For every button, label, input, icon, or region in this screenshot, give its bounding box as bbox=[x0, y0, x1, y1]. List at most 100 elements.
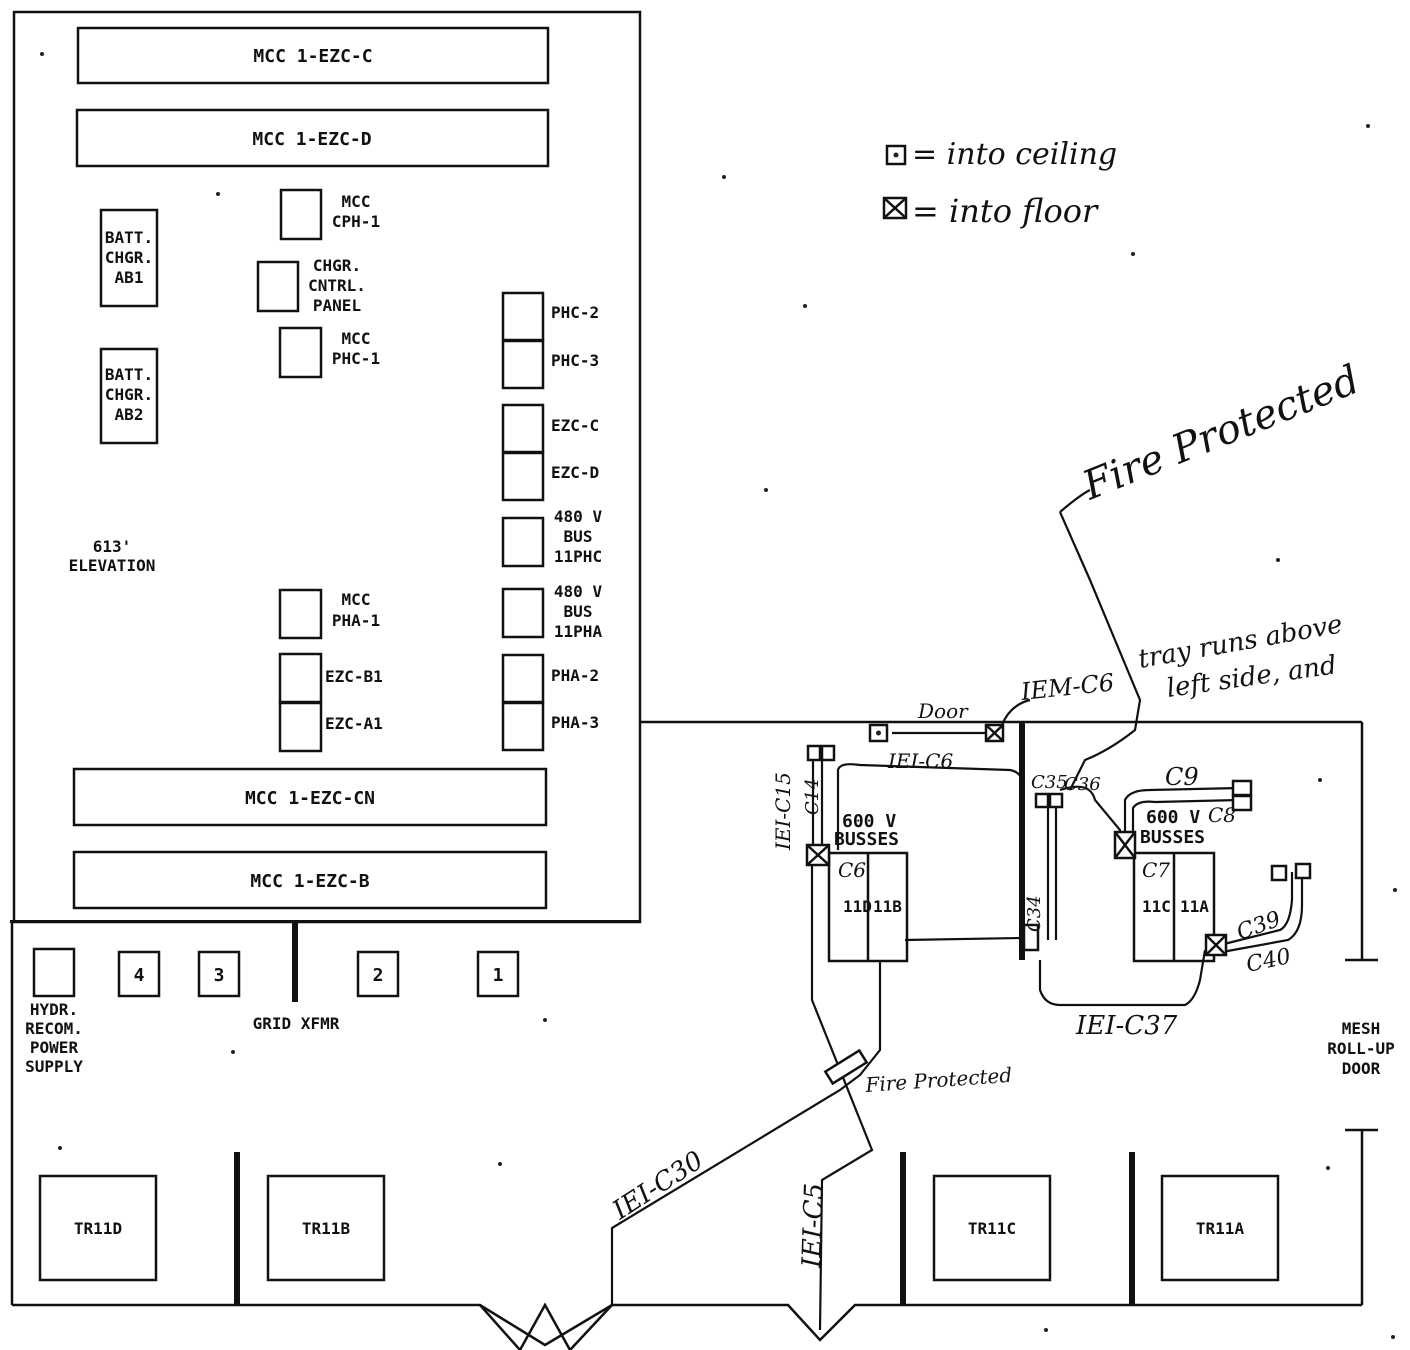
c39-label: C39 bbox=[1234, 907, 1285, 946]
mcc-phc-1-line1: MCC bbox=[342, 329, 371, 348]
ceiling-penetration-c40-b bbox=[1294, 862, 1312, 880]
phc-2-box bbox=[501, 291, 545, 342]
scan-speck bbox=[1326, 1166, 1330, 1170]
mcc-1-ezc-c-label: MCC 1-EZC-C bbox=[253, 46, 372, 67]
bus-11c-label: 11C bbox=[1142, 897, 1171, 916]
mcc-phc-1-box bbox=[278, 326, 323, 379]
mcc-pha-1-line2: PHA-1 bbox=[332, 611, 380, 630]
bus-11pha-line2: BUS bbox=[564, 602, 593, 621]
ezc-c-label: EZC-C bbox=[551, 416, 599, 435]
scan-speck bbox=[1131, 252, 1135, 256]
iei-c5-label: IEI-C5 bbox=[797, 1182, 830, 1269]
ceiling-penetration-c15 bbox=[806, 744, 822, 762]
batt-chgr-ab2-line3: AB2 bbox=[115, 405, 144, 424]
mcc-pha-1-line1: MCC bbox=[342, 590, 371, 609]
iem-c6-label: IEM-C6 bbox=[1019, 668, 1116, 706]
xfmr-3-box bbox=[197, 950, 241, 998]
iei-c6-label: IEI-C6 bbox=[887, 749, 953, 773]
mcc-1-ezc-d-label: MCC 1-EZC-D bbox=[252, 129, 371, 150]
elevation-line2: ELEVATION bbox=[69, 556, 156, 575]
c7-label: C7 bbox=[1142, 858, 1170, 882]
tr11a-label: TR11A bbox=[1196, 1219, 1245, 1238]
c9-label: C9 bbox=[1165, 763, 1199, 791]
scan-speck bbox=[498, 1162, 502, 1166]
floor-penetration-c34 bbox=[1022, 923, 1040, 952]
fire-protected-top: Fire Protected bbox=[1076, 357, 1366, 510]
bus-11pha-line3: 11PHA bbox=[554, 622, 603, 641]
xfmr-4-label: 4 bbox=[134, 965, 145, 986]
fire-protected-bottom: Fire Protected bbox=[864, 1063, 1013, 1097]
mcc-cph-1-box bbox=[279, 188, 323, 241]
mcc-cph-1-line1: MCC bbox=[342, 192, 371, 211]
bus-11phc-box bbox=[501, 516, 545, 568]
ezc-a1-box bbox=[278, 701, 323, 753]
scan-speck bbox=[764, 488, 768, 492]
batt-chgr-ab2 bbox=[99, 347, 159, 445]
grid-xfmr-label: GRID XFMR bbox=[253, 1014, 340, 1033]
ezc-b1-label: EZC-B1 bbox=[325, 667, 383, 686]
bus-11d-label: 11D bbox=[843, 897, 872, 916]
cable-bus-link bbox=[904, 936, 1021, 942]
scan-speck bbox=[216, 192, 220, 196]
transformer-tr11c bbox=[932, 1174, 1052, 1282]
bus-11b-label: 11B bbox=[873, 897, 902, 916]
scan-speck bbox=[1276, 558, 1280, 562]
xfmr-1-label: 1 bbox=[493, 965, 504, 986]
hydr-line3: POWER bbox=[30, 1038, 79, 1057]
fire-wrap-c30 bbox=[823, 1048, 869, 1086]
hydr-line1: HYDR. bbox=[30, 1000, 78, 1019]
ceiling-penetration-c9 bbox=[1231, 779, 1253, 797]
xfmr-1-box bbox=[476, 950, 520, 998]
ceiling-penetration-c35 bbox=[1034, 792, 1050, 809]
scan-speck bbox=[1366, 124, 1370, 128]
mcc-1-ezc-cn-label: MCC 1-EZC-CN bbox=[245, 788, 375, 809]
scan-speck bbox=[722, 175, 726, 179]
mcc-1-ezc-c bbox=[76, 26, 550, 85]
mcc-1-ezc-b-label: MCC 1-EZC-B bbox=[250, 871, 369, 892]
ceiling-penetration-c36 bbox=[1048, 792, 1064, 809]
mcc-pha-1-box bbox=[278, 588, 323, 640]
mesh-door-line1: MESH bbox=[1342, 1019, 1381, 1038]
cable-iei-c15-c14 bbox=[811, 760, 824, 850]
tr11d-label: TR11D bbox=[74, 1219, 122, 1238]
bus-11a-label: 11A bbox=[1180, 897, 1209, 916]
scan-speck bbox=[231, 1050, 235, 1054]
bus-11phc-line1: 480 V bbox=[554, 507, 603, 526]
chgr-cntrl-panel-box bbox=[256, 260, 300, 313]
bottom-wall bbox=[12, 1303, 1362, 1347]
phc-2-label: PHC-2 bbox=[551, 303, 599, 322]
c36-label: C36 bbox=[1064, 774, 1101, 795]
scan-speck bbox=[803, 304, 807, 308]
c14-label: C14 bbox=[802, 778, 823, 815]
batt-chgr-ab1-line3: AB1 bbox=[115, 268, 144, 287]
hydr-line2: RECOM. bbox=[25, 1019, 83, 1038]
pha-3-box bbox=[501, 701, 545, 752]
scan-speck bbox=[1318, 778, 1322, 782]
cable-c8 bbox=[1131, 798, 1241, 840]
mcc-1-ezc-b bbox=[72, 850, 548, 910]
iei-c37-label: IEI-C37 bbox=[1075, 1011, 1178, 1041]
cable-iei-c6 bbox=[836, 763, 1024, 850]
legend-ceiling-text: = into ceiling bbox=[912, 137, 1117, 172]
elevation-line1: 613' bbox=[93, 537, 132, 556]
pha-2-box bbox=[501, 653, 545, 704]
busses-left-line1: 600 V bbox=[842, 811, 896, 832]
bottom-door-notch bbox=[479, 1302, 613, 1350]
mesh-door-line3: DOOR bbox=[1342, 1059, 1381, 1078]
busses-left-line2: BUSSES bbox=[834, 829, 899, 850]
mcc-1-ezc-cn bbox=[72, 767, 548, 827]
batt-chgr-ab1-line1: BATT. bbox=[105, 228, 153, 247]
phc-3-label: PHC-3 bbox=[551, 351, 599, 370]
ceiling-penetration-c8 bbox=[1231, 794, 1253, 812]
ceiling-penetration-c14 bbox=[820, 744, 836, 762]
busses-right-line1: 600 V bbox=[1146, 807, 1200, 828]
scan-speck bbox=[58, 1146, 62, 1150]
transformer-tr11d bbox=[38, 1174, 158, 1282]
iei-c15-label: IEI-C15 bbox=[771, 772, 795, 851]
hydr-recom-box bbox=[32, 947, 76, 998]
cable-c39-c40 bbox=[1219, 872, 1304, 954]
scan-speck bbox=[1393, 888, 1397, 892]
bus-11pha-box bbox=[501, 587, 545, 639]
chgr-cntrl-panel-line2: CNTRL. bbox=[308, 276, 366, 295]
